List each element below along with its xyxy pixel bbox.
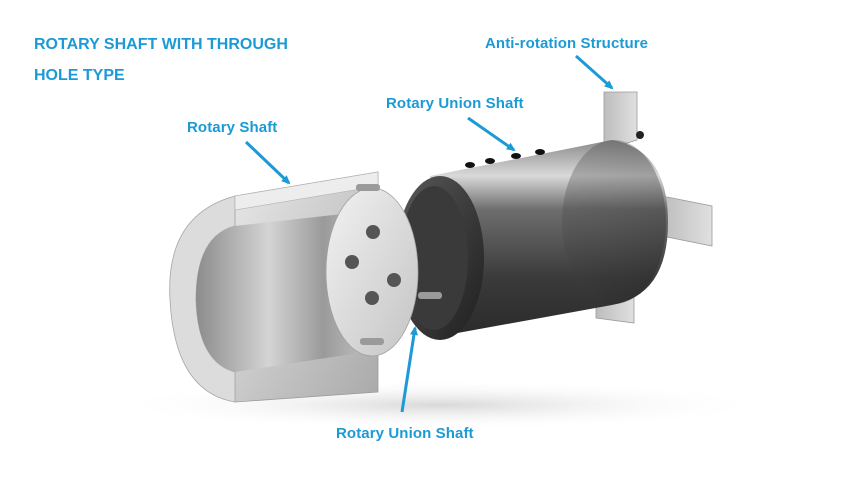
bolt-head bbox=[636, 131, 644, 139]
label-rotary-shaft: Rotary Shaft bbox=[187, 119, 278, 136]
port-hole bbox=[465, 162, 475, 168]
plate-hole bbox=[345, 255, 359, 269]
port-hole bbox=[485, 158, 495, 164]
arrow-anti-rotation bbox=[575, 54, 614, 90]
arrow-rotary-union-bottom bbox=[400, 326, 418, 413]
label-rotary-union-shaft-bottom: Rotary Union Shaft bbox=[336, 425, 474, 442]
plate-hole bbox=[387, 273, 401, 287]
diagram-title-line2: HOLE TYPE bbox=[34, 67, 125, 84]
anti-rotation-tab-top bbox=[603, 91, 638, 151]
bolt bbox=[360, 338, 384, 345]
label-rotary-union-shaft-top: Rotary Union Shaft bbox=[386, 95, 524, 112]
arrow-rotary-union-top bbox=[467, 116, 516, 152]
bolt bbox=[356, 184, 380, 191]
port-hole bbox=[535, 149, 545, 155]
port-hole bbox=[511, 153, 521, 159]
diagram-title-line1: ROTARY SHAFT WITH THROUGH bbox=[34, 36, 288, 53]
label-anti-rotation-structure: Anti-rotation Structure bbox=[485, 35, 649, 52]
bolt bbox=[418, 292, 442, 299]
rotary-union-end-shade bbox=[562, 140, 666, 304]
flange-face bbox=[400, 186, 468, 330]
arrow-rotary-shaft bbox=[244, 140, 291, 185]
plate-hole bbox=[366, 225, 380, 239]
plate-hole bbox=[365, 291, 379, 305]
